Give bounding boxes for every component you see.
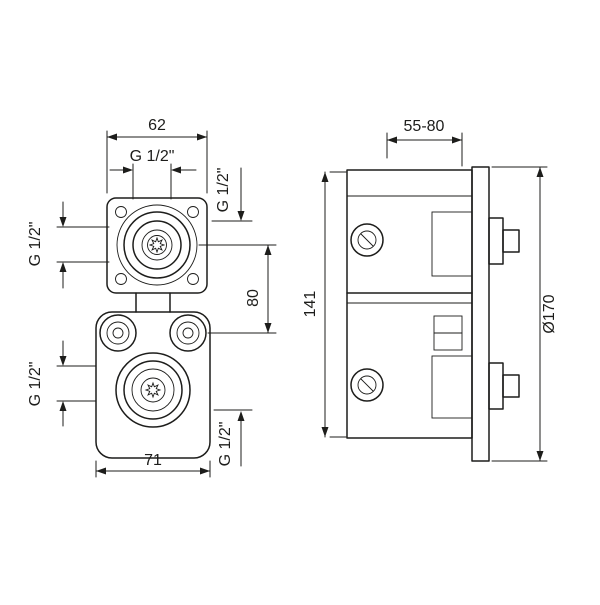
dim-label-80: 80	[245, 289, 262, 307]
dimension-center-spacing: 80	[198, 244, 277, 334]
dimension-thread-right-top: G 1/2"	[211, 167, 253, 222]
dimension-thread-left-top: G 1/2"	[27, 201, 110, 289]
thread-label-top: G 1/2"	[130, 148, 175, 165]
front-top-valve-body	[106, 197, 208, 294]
dimension-thread-top: G 1/2"	[109, 148, 197, 200]
front-lower-valve-body	[95, 311, 211, 459]
front-view: 62 G 1/2" G 1/2"	[27, 117, 277, 478]
dimension-thread-right-bottom: G 1/2"	[213, 409, 253, 467]
dimension-plate-diameter: Ø170	[491, 166, 558, 462]
thread-label-left-bottom: G 1/2"	[27, 362, 44, 407]
side-view: 55-80 141 Ø170	[302, 118, 558, 462]
front-connector	[135, 292, 171, 313]
dimension-body-height: 141	[302, 171, 347, 438]
side-body	[346, 169, 473, 439]
dim-label-diameter-170: Ø170	[541, 294, 558, 333]
side-wall-plate	[471, 166, 490, 462]
dimension-top-width: 62	[106, 117, 208, 194]
thread-label-right-top: G 1/2"	[215, 168, 232, 213]
dimension-depth-range: 55-80	[386, 118, 463, 167]
dim-label-141: 141	[302, 291, 319, 318]
thread-label-right-bottom: G 1/2"	[217, 422, 234, 467]
side-top-cartridge	[488, 217, 520, 265]
dim-label-71: 71	[144, 452, 162, 469]
dimension-thread-left-bottom: G 1/2"	[27, 340, 97, 427]
dim-label-55-80: 55-80	[404, 118, 445, 135]
dim-label-62: 62	[148, 117, 166, 134]
side-bottom-cartridge	[488, 362, 520, 410]
dimension-bottom-width: 71	[95, 452, 211, 478]
thread-label-left-top: G 1/2"	[27, 222, 44, 267]
